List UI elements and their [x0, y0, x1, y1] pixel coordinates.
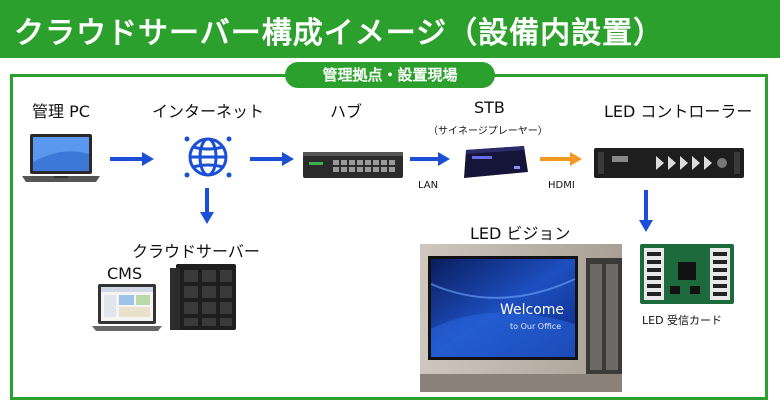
screen-subtext: to Our Office: [510, 322, 562, 331]
cloud-server-label: クラウドサーバー: [132, 242, 260, 261]
controller-label: LED コントローラー: [604, 102, 753, 121]
led-controller-icon: [594, 144, 744, 182]
title-banner: クラウドサーバー構成イメージ（設備内設置）: [0, 0, 780, 58]
receiving-card-icon: [640, 244, 734, 304]
arrow-hub-to-stb-icon: [410, 152, 450, 166]
network-hub-icon: [303, 150, 403, 180]
hub-label: ハブ: [330, 102, 363, 121]
internet-label: インターネット: [152, 102, 265, 121]
arrow-pc-to-internet-icon: [110, 152, 154, 166]
stb-sub-label: （サイネージプレーヤー）: [428, 126, 548, 137]
arrow-controller-to-card-icon: [639, 190, 653, 232]
arrow-stb-to-controller-icon: [540, 152, 582, 166]
server-icon: [170, 264, 242, 332]
led-vision-label: LED ビジョン: [470, 224, 571, 243]
arrow-internet-to-cloud-icon: [200, 188, 214, 224]
hdmi-label: HDMI: [548, 180, 575, 191]
globe-icon: [183, 133, 233, 181]
receiving-card-label: LED 受信カード: [642, 314, 723, 327]
pc-label: 管理 PC: [32, 102, 90, 121]
page-title: クラウドサーバー構成イメージ（設備内設置）: [14, 16, 665, 51]
cms-label: CMS: [107, 264, 143, 283]
screen-welcome-text: Welcome: [500, 302, 565, 318]
site-badge: 管理拠点・設置現場: [285, 62, 495, 88]
cms-laptop-icon: [92, 282, 162, 332]
set-top-box-icon: [458, 142, 530, 184]
stb-label: STB: [474, 98, 505, 117]
laptop-icon: [22, 132, 100, 184]
arrow-internet-to-hub-icon: [250, 152, 294, 166]
lan-label: LAN: [418, 180, 439, 191]
site-frame: [10, 74, 768, 400]
led-vision-wall-image: [420, 244, 622, 392]
